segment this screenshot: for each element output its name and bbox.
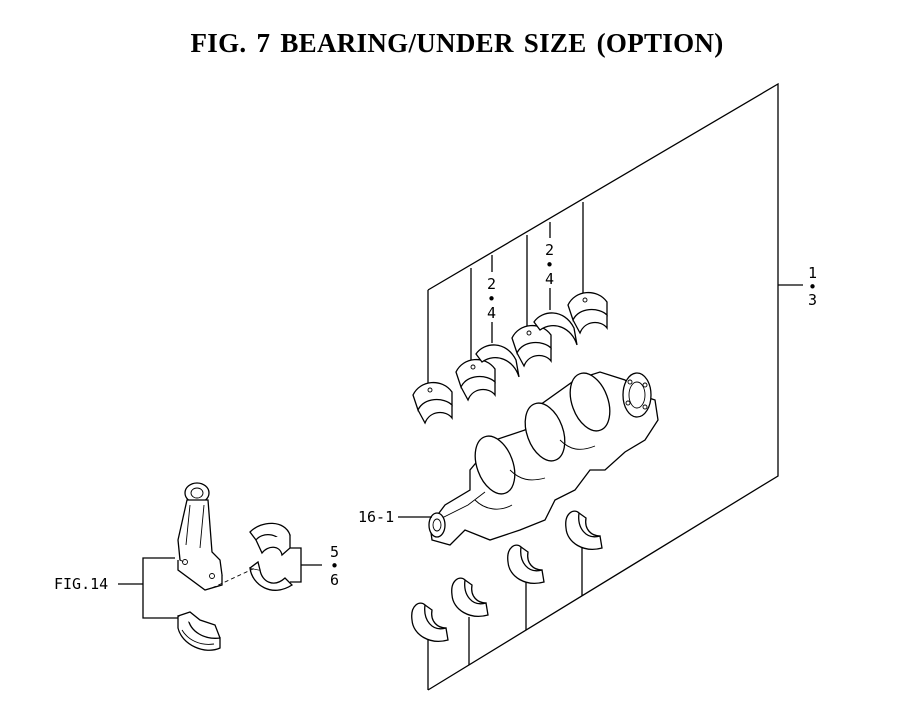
thrust-washer-left	[475, 344, 520, 378]
lower-leaders	[468, 548, 583, 665]
thrust-washer-right	[533, 312, 578, 346]
callout-dot: •	[808, 278, 817, 296]
upper-main-bearing-4	[567, 291, 608, 335]
callout-1-3: 1 • 3	[808, 264, 817, 309]
upper-leaders	[470, 202, 584, 366]
callout-2-4-right: 2 • 4	[545, 241, 554, 288]
connecting-rod-cap	[177, 611, 221, 651]
upper-main-bearing-2	[455, 358, 496, 402]
callout-1: 1	[808, 264, 817, 282]
callout-2-left: 2	[487, 275, 496, 293]
lower-main-bearing-2	[451, 577, 489, 617]
callout-dot: •	[330, 557, 339, 575]
lower-main-bearing-4	[565, 510, 603, 550]
callout-3: 3	[808, 291, 817, 309]
crankshaft	[428, 371, 659, 546]
upper-main-bearing-3	[511, 324, 552, 368]
figure-reference-label: FIG.14	[54, 575, 108, 593]
figure-title: FIG. 7 BEARING/UNDER SIZE (OPTION)	[190, 28, 724, 58]
callout-6: 6	[330, 571, 339, 589]
callout-4-left: 4	[487, 304, 496, 322]
callout-5-6: 5 • 6	[330, 543, 339, 589]
callout-4-right: 4	[545, 270, 554, 288]
lower-main-bearing-1	[411, 602, 449, 642]
conrod-leaders	[118, 547, 322, 619]
callout-dot: •	[545, 256, 554, 274]
upper-main-bearing-1	[412, 381, 453, 425]
callout-2-right: 2	[545, 241, 554, 259]
callout-2-4-left: 2 • 4	[487, 275, 496, 322]
lower-main-bearing-3	[507, 544, 545, 584]
connecting-rod	[177, 482, 223, 591]
conrod-bearing-upper	[249, 522, 291, 557]
conrod-bearing-lower	[249, 560, 294, 591]
callout-dot: •	[487, 290, 496, 308]
callout-16-1: 16-1	[358, 508, 394, 526]
callout-5: 5	[330, 543, 339, 561]
bracket-frame	[427, 82, 803, 691]
